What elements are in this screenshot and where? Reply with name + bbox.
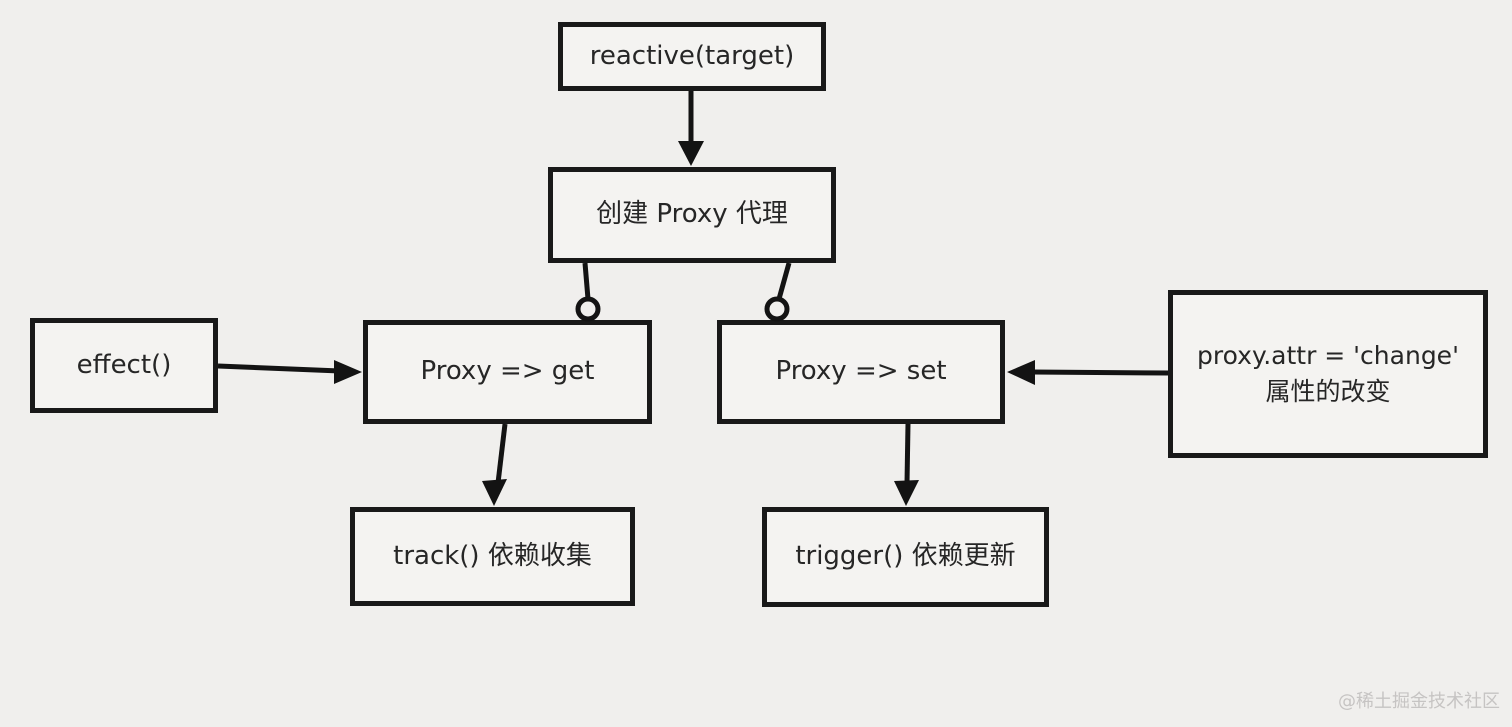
node-reactive-target-label: reactive(target) [589, 40, 795, 71]
edge-effect-to-proxy-get [217, 360, 362, 384]
node-proxy-set-label: Proxy => set [775, 356, 947, 387]
node-proxy-get-label: Proxy => get [420, 356, 595, 387]
node-reactive-target: reactive(target) [558, 22, 826, 91]
node-effect: effect() [30, 318, 218, 413]
node-proxy-attr-change-label: proxy.attr = 'change' [1197, 340, 1459, 370]
edge-proxy-attr-to-proxy-set [1007, 360, 1169, 385]
edge-create-to-proxy-get [575, 262, 601, 322]
node-trigger-label: trigger() 依赖更新 [795, 541, 1016, 572]
edge-proxy-get-to-track [482, 423, 508, 506]
watermark: @稀土掘金技术社区 [1338, 691, 1500, 712]
edge-create-to-proxy-set [764, 262, 792, 322]
node-proxy-get: Proxy => get [363, 320, 652, 424]
node-trigger: trigger() 依赖更新 [762, 507, 1049, 607]
node-track: track() 依赖收集 [350, 507, 635, 606]
edge-proxy-set-to-trigger [894, 423, 919, 506]
circle-terminal-icon [764, 296, 790, 322]
circle-terminal-icon [575, 296, 601, 322]
node-track-label: track() 依赖收集 [393, 540, 592, 571]
node-create-proxy: 创建 Proxy 代理 [548, 167, 836, 263]
node-create-proxy-label: 创建 Proxy 代理 [596, 199, 788, 230]
node-proxy-set: Proxy => set [717, 320, 1005, 424]
node-proxy-attr-change: proxy.attr = 'change' 属性的改变 [1168, 290, 1488, 458]
edge-reactive-to-create [678, 91, 704, 166]
node-proxy-attr-change-sublabel: 属性的改变 [1265, 377, 1391, 406]
node-effect-label: effect() [76, 349, 172, 380]
